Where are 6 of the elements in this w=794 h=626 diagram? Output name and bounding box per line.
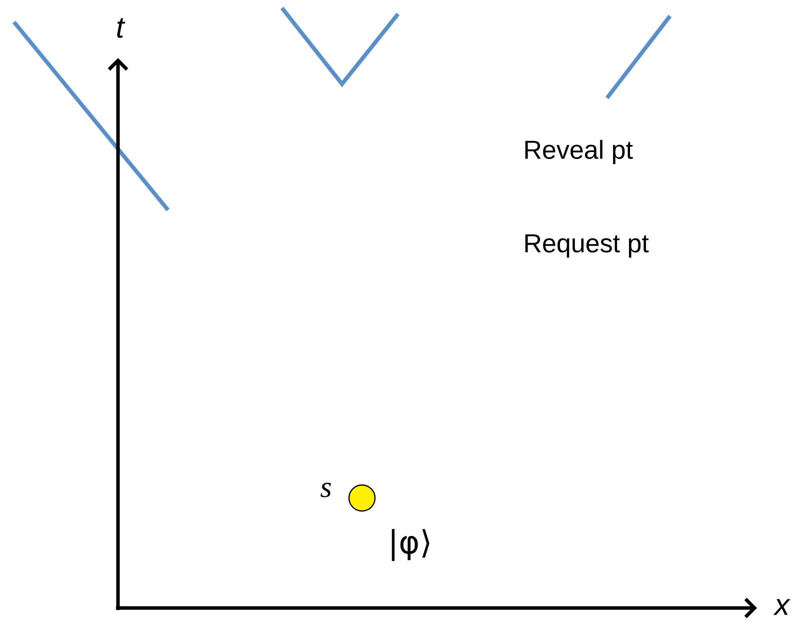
text-label: Request pt [525, 234, 649, 258]
axis-label: t [117, 18, 126, 38]
state-label: |φ⟩ [392, 529, 430, 561]
text-label: Reveal pt [525, 140, 633, 164]
point-label: s [320, 482, 331, 498]
axis-label: x [773, 599, 790, 615]
